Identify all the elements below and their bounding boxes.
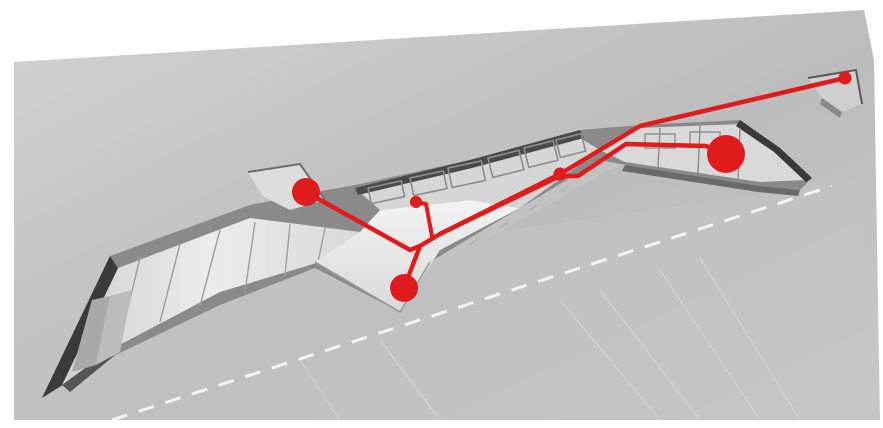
network-node-small	[410, 196, 422, 208]
network-node-mid	[554, 168, 567, 181]
network-node-end	[839, 72, 852, 85]
network-node-bottom	[390, 274, 418, 302]
network-node-large-right	[707, 135, 745, 173]
network-node-large-left	[292, 178, 320, 206]
